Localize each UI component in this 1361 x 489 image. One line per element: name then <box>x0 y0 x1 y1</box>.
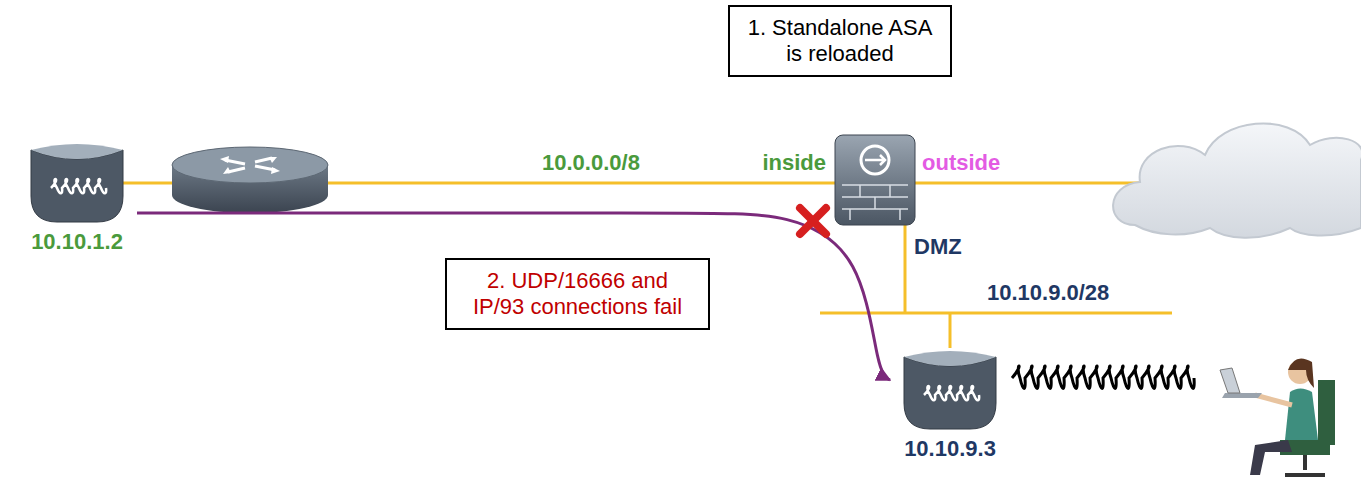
server-device: 10.10.1.2 <box>17 138 137 255</box>
network-label: 10.0.0.0/8 <box>540 150 642 176</box>
network-label: DMZ <box>912 234 964 260</box>
server-device: 10.10.9.3 <box>890 345 1010 462</box>
callout-text: 2. UDP/16666 and IP/93 connections fail <box>459 268 696 320</box>
traffic-flow-arrow <box>137 213 890 380</box>
serial-link <box>1012 366 1194 389</box>
ip-address: 10.10.1.2 <box>17 229 137 255</box>
callout-box: 2. UDP/16666 and IP/93 connections fail <box>445 258 710 330</box>
failure-x-mark <box>800 208 826 234</box>
network-label: inside <box>760 150 828 176</box>
cloud-icon <box>1113 123 1361 237</box>
router-icon <box>172 147 328 213</box>
appliance-icon <box>900 345 1000 430</box>
appliance-icon <box>27 138 127 223</box>
network-label: 10.10.9.0/28 <box>985 280 1111 306</box>
callout-text: 1. Standalone ASA is reloaded <box>742 15 938 67</box>
user-figure <box>1220 358 1335 475</box>
network-label: outside <box>920 150 1002 176</box>
ip-address: 10.10.9.3 <box>890 436 1010 462</box>
callout-box: 1. Standalone ASA is reloaded <box>728 5 952 77</box>
firewall-icon <box>835 135 915 225</box>
